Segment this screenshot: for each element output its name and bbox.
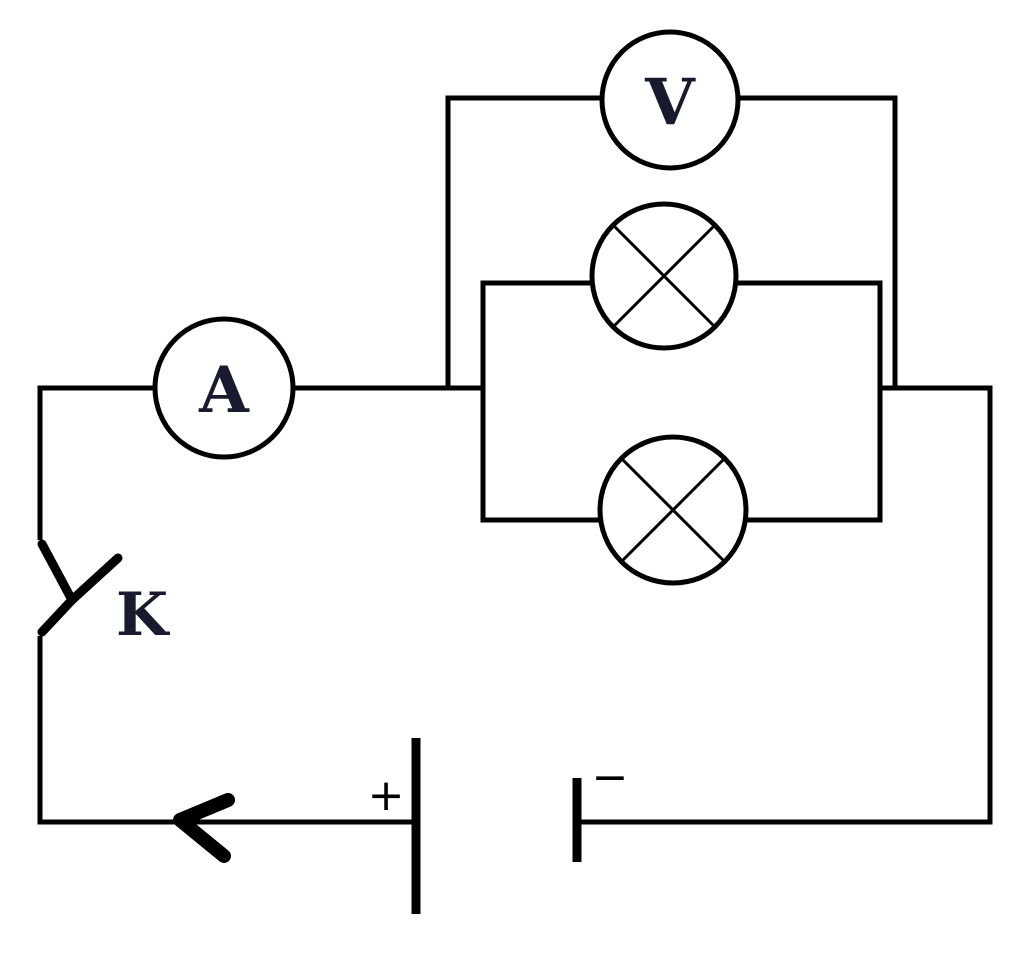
- switch-blade-lower: [37, 595, 77, 637]
- current-arrow: [173, 793, 235, 863]
- wire-lamp-rail-right: [738, 280, 883, 523]
- wire-right-side: [578, 385, 993, 825]
- voltmeter-label: V: [644, 65, 696, 140]
- switch-blade-upper: [37, 539, 77, 605]
- switch-blade-lever: [67, 553, 123, 605]
- wire-voltmeter-right: [738, 95, 898, 386]
- lamp-bottom: [597, 434, 749, 586]
- switch-k: K: [37, 539, 170, 650]
- battery-positive-sign: +: [368, 770, 405, 821]
- voltmeter-circle: [599, 29, 741, 171]
- lamp-top-cross-b: [611, 223, 717, 329]
- current-arrow-head: [173, 793, 235, 863]
- lamp-bottom-cross-b: [619, 456, 727, 564]
- wire-lamp-rail-left: [480, 280, 600, 523]
- switch-label: K: [116, 580, 170, 650]
- wires: [37, 95, 993, 825]
- wire-voltmeter-left: [445, 95, 602, 386]
- wire-left-upper: [37, 385, 155, 540]
- wire-left-lower: [37, 636, 412, 825]
- ammeter: A: [152, 316, 296, 460]
- voltmeter: V: [599, 29, 741, 171]
- ammeter-circle: [152, 316, 296, 460]
- ammeter-label: A: [198, 353, 250, 428]
- battery: + −: [368, 738, 629, 914]
- battery-negative-sign: −: [592, 752, 629, 803]
- lamp-top: [589, 201, 739, 351]
